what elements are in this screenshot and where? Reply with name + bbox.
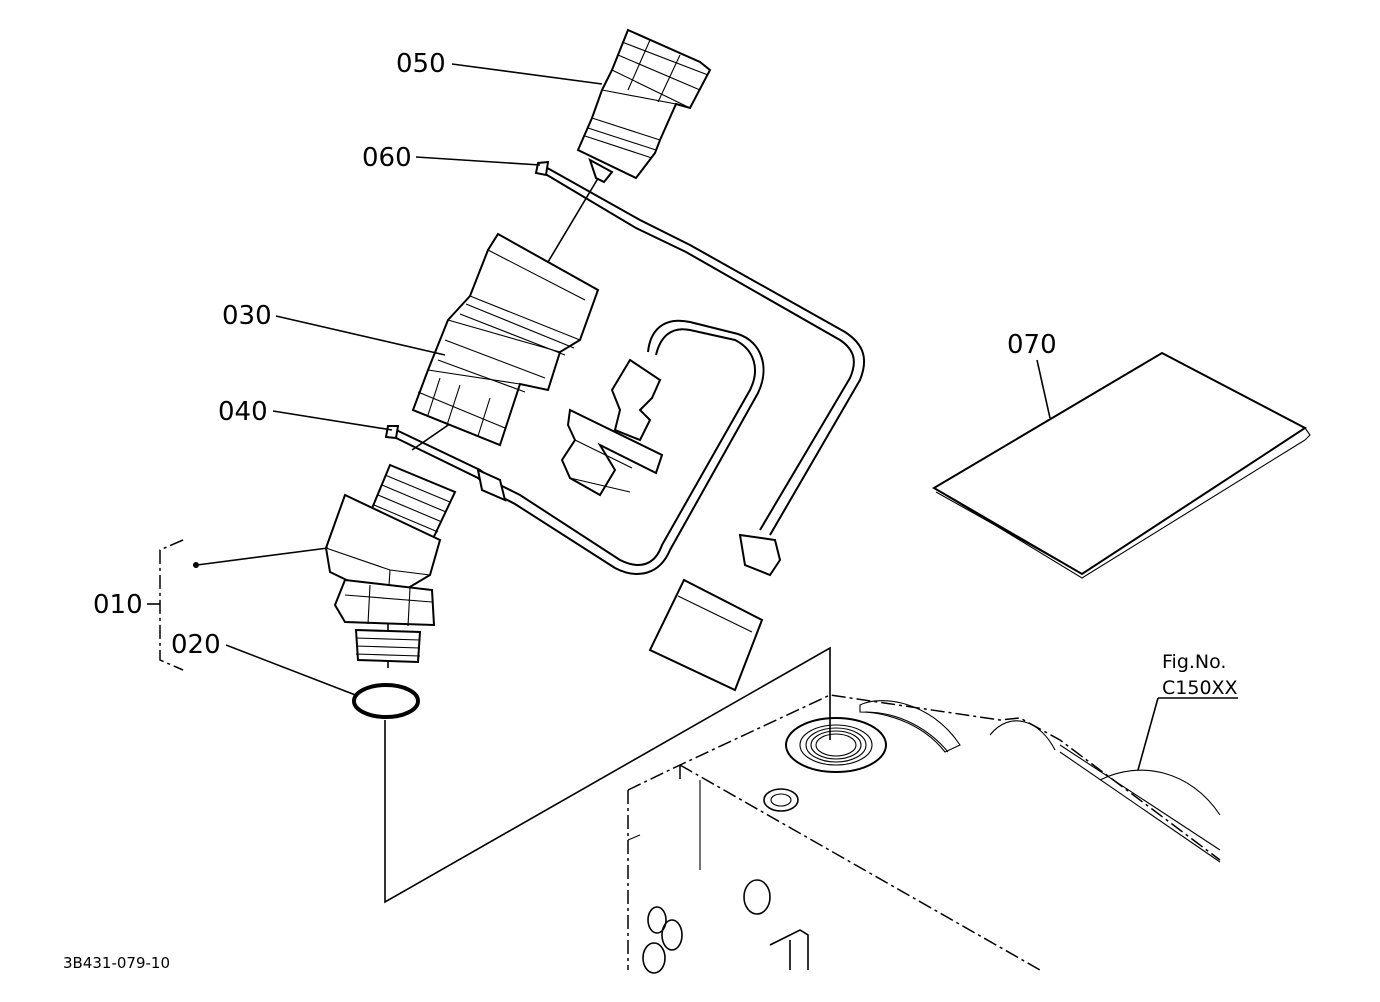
callout-070: 070 [1007,330,1057,360]
part-010-elbow-fitting [324,463,457,664]
leader-lines [147,63,1238,771]
part-020-o-ring [352,683,420,719]
callout-labels: 050 060 030 040 010 020 070 Fig.No. C150… [63,49,1238,972]
part-050-connector-plug [576,28,712,184]
callout-020: 020 [171,630,221,660]
callout-030: 030 [222,301,272,331]
part-030-sensor-body [411,232,600,447]
drawing-number: 3B431-079-10 [63,954,170,972]
wire-harness [384,160,866,692]
part-070-booklet [932,351,1311,579]
callout-050: 050 [396,49,446,79]
callout-040: 040 [218,397,268,427]
callout-010: 010 [93,590,143,620]
figure-ref-line2: C150XX [1162,677,1238,699]
housing-block [627,694,1221,974]
figure-ref-line1: Fig.No. [1162,651,1226,673]
threaded-port [785,717,887,773]
callout-060: 060 [362,143,412,173]
